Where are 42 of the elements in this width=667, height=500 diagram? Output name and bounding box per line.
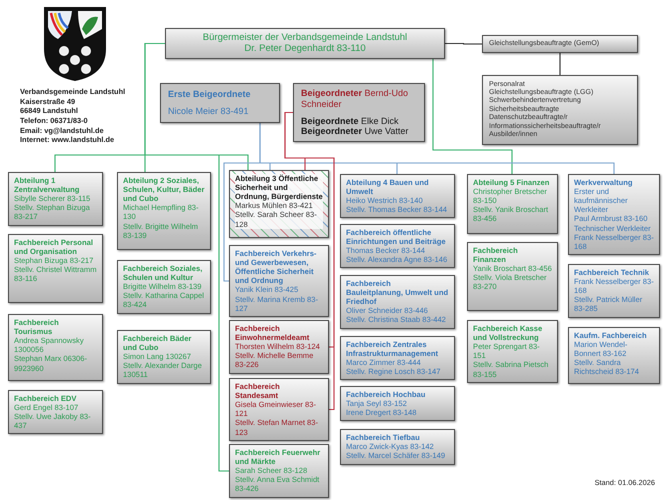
- org-box: [293, 83, 425, 142]
- org-box: [467, 242, 558, 311]
- office-title: Erste Beigeordnete: [168, 89, 252, 100]
- org-box: [340, 386, 455, 422]
- org-box: [340, 224, 455, 268]
- person-name: Nicole Meier 83-491: [168, 106, 250, 117]
- org-box: [165, 28, 445, 59]
- org-box: [8, 234, 103, 303]
- org-box: [229, 170, 329, 238]
- org-box: [8, 172, 103, 226]
- deputy-line: Beigeordneter Uwe Vatter: [301, 126, 410, 138]
- org-box: [340, 275, 455, 329]
- deputy-line: Beigeordneter Bernd-Udo Schneider: [301, 88, 410, 110]
- org-box: [482, 35, 638, 53]
- org-box: [340, 429, 455, 465]
- org-box: [117, 172, 211, 250]
- org-box: [229, 245, 329, 317]
- connector-line: [432, 59, 513, 174]
- org-box: [340, 336, 455, 380]
- org-box: [8, 314, 103, 381]
- org-box: [568, 327, 660, 384]
- org-box: [117, 330, 211, 384]
- office-title: Bürgermeister der Verbandsgemeinde Landstuhl: [202, 32, 408, 44]
- org-box: [568, 174, 660, 255]
- org-box: [568, 264, 660, 318]
- org-box: [160, 83, 280, 123]
- connector-line: [559, 53, 561, 75]
- person-name: Dr. Peter Degenhardt 83-110: [243, 43, 367, 55]
- org-box: [340, 174, 455, 218]
- org-box: [229, 444, 329, 498]
- connector-line: [445, 42, 482, 45]
- org-box: [8, 390, 103, 434]
- org-box: [467, 320, 558, 383]
- deputy-line: Beigeordnete Elke Dick: [301, 116, 400, 126]
- org-box: [467, 174, 558, 234]
- org-box: [229, 320, 329, 374]
- connector-line: [284, 112, 335, 410]
- org-box: [117, 260, 211, 314]
- connector-line: [144, 42, 229, 472]
- org-box: [482, 75, 638, 145]
- org-box: [229, 378, 329, 441]
- connector-line: [259, 123, 615, 174]
